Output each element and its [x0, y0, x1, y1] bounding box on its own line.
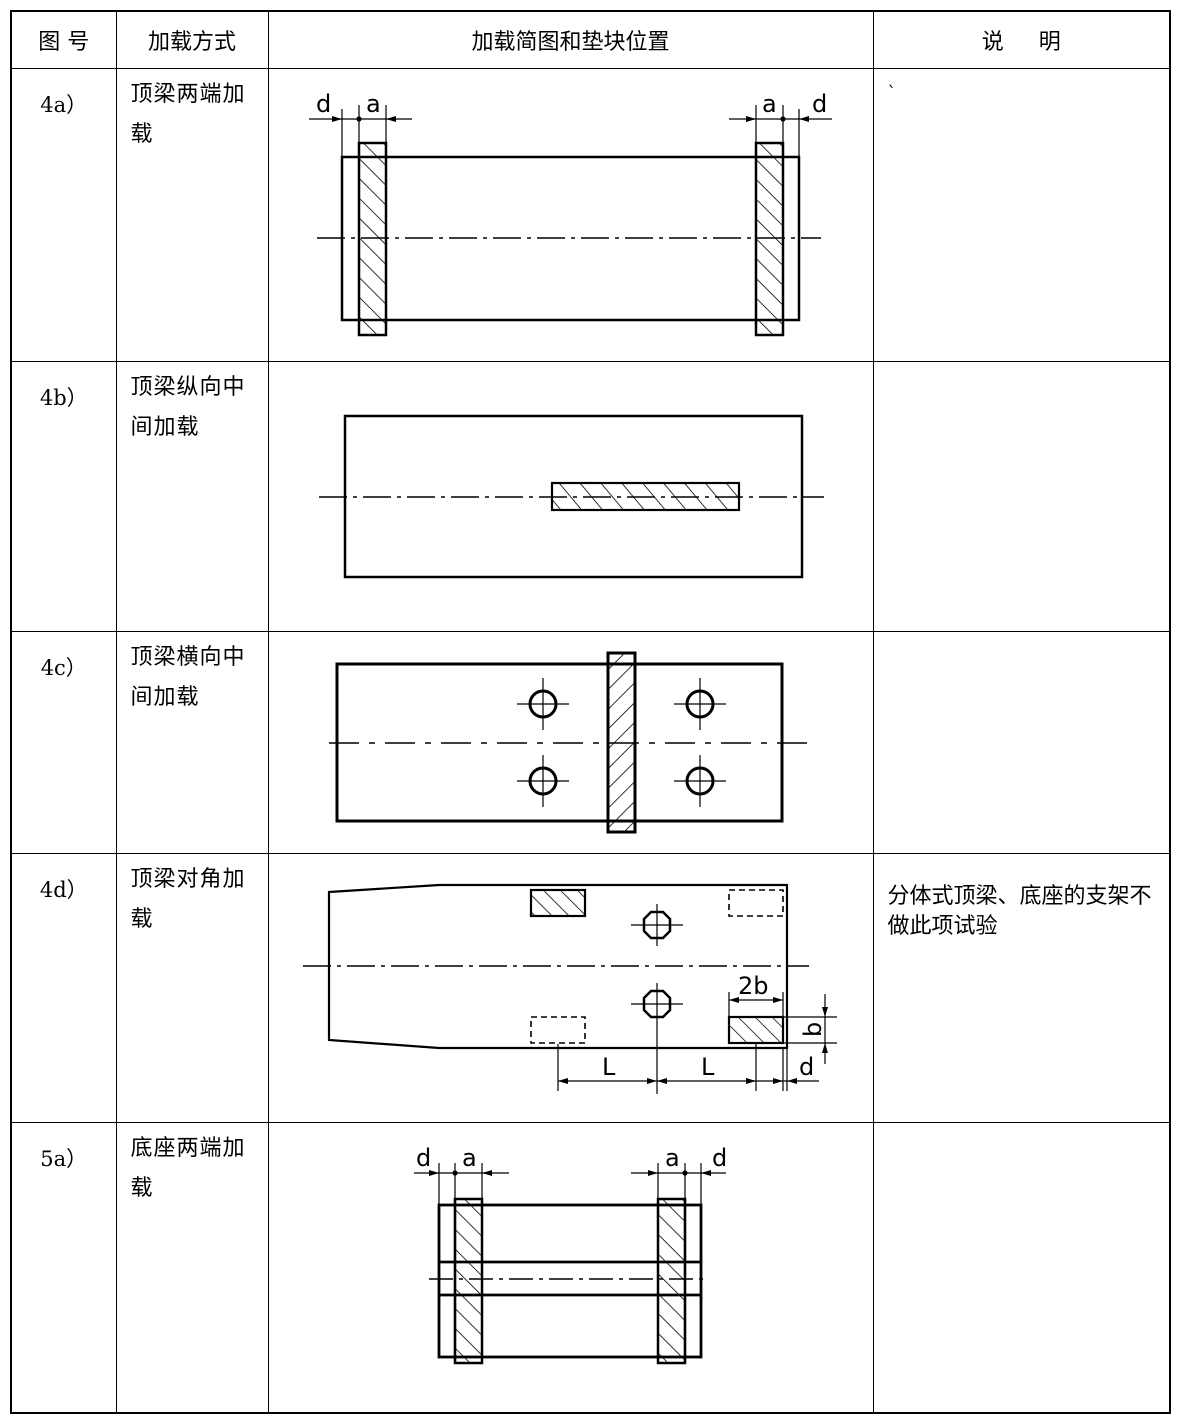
diagram-4d-svg: L L d 2b: [302, 883, 837, 1094]
figure-number: 4a）: [10, 68, 117, 362]
diagram-4b-svg: [318, 414, 824, 579]
diagram-4a: d a a d: [267, 68, 874, 362]
header-diagram: 加载简图和垫块位置: [267, 10, 874, 69]
header-note: 说 明: [872, 10, 1171, 69]
bolt-hole-icon: [673, 678, 726, 730]
loading-method: 底座两端加载: [115, 1122, 269, 1413]
dim-label-L: L: [701, 1053, 715, 1081]
dim-label-d: d: [416, 1144, 431, 1172]
note: [872, 1122, 1171, 1413]
dim-label-2b: 2b: [738, 972, 769, 1000]
loading-method: 顶梁对角加载: [115, 853, 269, 1123]
table-row: 4c） 顶梁横向中间加载: [10, 631, 1171, 854]
dim-label-d: d: [812, 90, 827, 118]
loading-method: 顶梁纵向中间加载: [115, 361, 269, 632]
bolt-hole-icon: [630, 983, 683, 1094]
bolt-hole-icon: [516, 678, 569, 730]
dim-label-d: d: [712, 1144, 727, 1172]
header-loading-method: 加载方式: [115, 10, 269, 69]
figure-number: 5a）: [10, 1122, 117, 1413]
table-row: 4d） 顶梁对角加载: [10, 853, 1171, 1123]
table-row: 4a） 顶梁两端加载: [10, 68, 1171, 362]
dim-label-a: a: [462, 1144, 477, 1172]
diagram-4b: [267, 361, 874, 632]
note: 分体式顶梁、底座的支架不做此项试验: [872, 853, 1171, 1123]
diagram-4c-svg: [328, 651, 809, 834]
note: [872, 361, 1171, 632]
loading-spec-table: 图 号 加载方式 加载简图和垫块位置 说 明 4a） 顶梁两端加载: [10, 10, 1171, 1414]
loading-method: 顶梁两端加载: [115, 68, 269, 362]
diagram-4a-svg: d a a d: [308, 90, 832, 337]
note: [872, 631, 1171, 854]
dim-label-L: L: [602, 1053, 616, 1081]
table-row: 5a） 底座两端加载: [10, 1122, 1171, 1413]
table-header-row: 图 号 加载方式 加载简图和垫块位置 说 明: [10, 10, 1171, 69]
dim-label-a: a: [762, 90, 777, 118]
note: `: [872, 68, 1171, 362]
header-figure-number: 图 号: [10, 10, 117, 69]
figure-number: 4b）: [10, 361, 117, 632]
table-row: 4b） 顶梁纵向中间加载: [10, 361, 1171, 632]
figure-number: 4d）: [10, 853, 117, 1123]
dim-label-a: a: [665, 1144, 680, 1172]
diagram-5a: d a a d: [267, 1122, 874, 1413]
figure-number: 4c）: [10, 631, 117, 854]
dim-label-b: b: [799, 1022, 827, 1037]
bolt-hole-icon: [630, 904, 683, 946]
dim-label-a: a: [366, 90, 381, 118]
diagram-4d: L L d 2b: [267, 853, 874, 1123]
diagram-5a-svg: d a a d: [413, 1144, 727, 1365]
dim-label-d: d: [316, 90, 331, 118]
bolt-hole-icon: [673, 755, 726, 807]
bolt-hole-icon: [516, 755, 569, 807]
loading-method: 顶梁横向中间加载: [115, 631, 269, 854]
diagram-4c: [267, 631, 874, 854]
dim-label-d: d: [799, 1053, 814, 1081]
